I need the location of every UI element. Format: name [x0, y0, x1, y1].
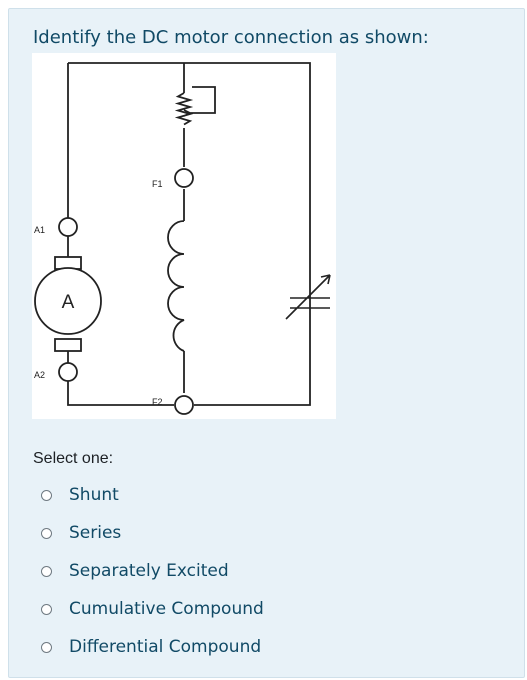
option-differential-compound[interactable]: Differential Compound [41, 628, 264, 666]
question-text: Identify the DC motor connection as show… [33, 27, 429, 48]
rheostat-icon [174, 86, 216, 126]
radio-shunt[interactable] [41, 489, 52, 501]
question-card: Identify the DC motor connection as show… [8, 8, 525, 678]
f2-terminal [174, 395, 194, 415]
option-label: Separately Excited [69, 561, 229, 581]
option-label: Cumulative Compound [69, 599, 264, 619]
f1-terminal [174, 168, 194, 188]
radio-cumulative-compound[interactable] [41, 603, 52, 615]
label-a2: A2 [34, 370, 45, 380]
option-label: Differential Compound [69, 637, 262, 657]
option-series[interactable]: Series [41, 514, 264, 552]
option-label: Shunt [69, 485, 119, 505]
circuit-diagram: F1 F2 A1 A2 A [32, 53, 336, 419]
wire-top [67, 62, 311, 406]
variable-capacitor-icon [285, 274, 331, 320]
brush-bottom [54, 338, 82, 352]
select-one-label: Select one: [33, 450, 114, 467]
field-coil-icon [167, 220, 185, 352]
radio-differential-compound[interactable] [41, 641, 52, 653]
label-f2: F2 [152, 397, 163, 407]
option-label: Series [69, 523, 122, 543]
label-a1: A1 [34, 225, 45, 235]
a1-terminal [58, 217, 78, 237]
answer-options: Shunt Series Separately Excited Cumulati… [41, 476, 264, 666]
label-f1: F1 [152, 179, 163, 189]
label-armature: A [62, 292, 75, 313]
option-separately-excited[interactable]: Separately Excited [41, 552, 264, 590]
a2-terminal [58, 362, 78, 382]
option-cumulative-compound[interactable]: Cumulative Compound [41, 590, 264, 628]
option-shunt[interactable]: Shunt [41, 476, 264, 514]
armature-icon [34, 267, 102, 335]
radio-separately-excited[interactable] [41, 565, 52, 577]
radio-series[interactable] [41, 527, 52, 539]
